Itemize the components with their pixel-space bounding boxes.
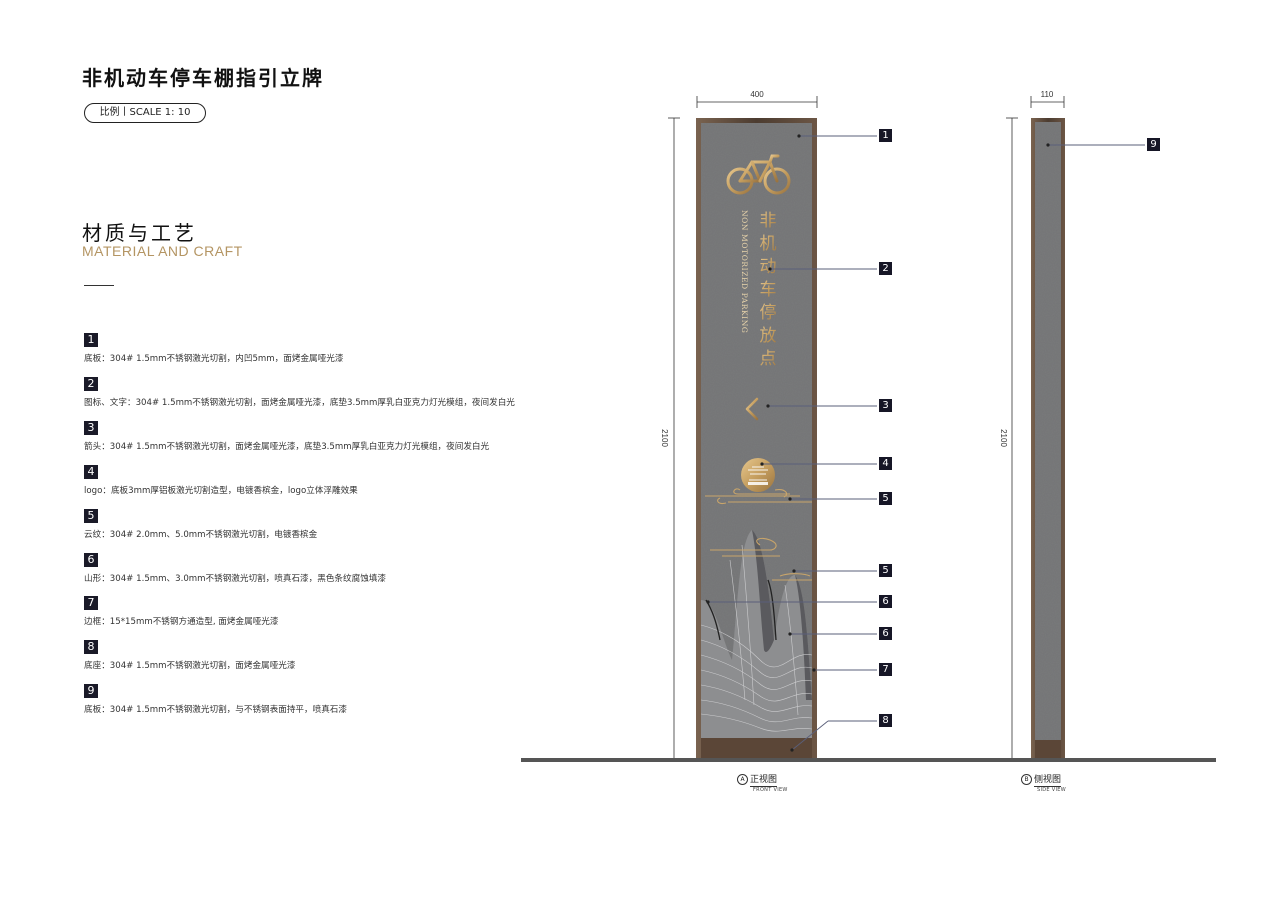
side-width-label: 110 <box>1041 90 1054 99</box>
material-item: 8 底座：304# 1.5mm不锈钢激光切割，面烤金属哑光漆 <box>84 640 604 671</box>
material-desc: 边框：15*15mm不锈钢方通造型, 面烤金属哑光漆 <box>84 617 279 627</box>
material-item: 4 logo：底板3mm厚铝板激光切割造型，电镀香槟金，logo立体浮雕效果 <box>84 465 604 496</box>
material-desc: 山形：304# 1.5mm、3.0mm不锈钢激光切割，喷真石漆，黑色条纹腐蚀填漆 <box>84 574 386 584</box>
material-item: 3 箭头：304# 1.5mm不锈钢激光切割，面烤金属哑光漆，底垫3.5mm厚乳… <box>84 421 604 452</box>
material-number: 9 <box>84 684 98 698</box>
mountain-edge-line <box>767 579 777 641</box>
sign-title-cn: 非 机 动 车 停 放 点 <box>760 211 777 369</box>
front-width-label: 400 <box>750 90 764 99</box>
side-view-title: 侧视图 <box>1034 775 1062 787</box>
front-view-subtitle: FRONT VIEW <box>753 787 788 793</box>
material-desc: 底板：304# 1.5mm不锈钢激光切割，与不锈钢表面持平，喷真石漆 <box>84 705 347 715</box>
side-height-dimension <box>1006 117 1018 758</box>
material-item: 7 边框：15*15mm不锈钢方通造型, 面烤金属哑光漆 <box>84 596 604 627</box>
material-number: 1 <box>84 333 98 347</box>
material-number: 7 <box>84 596 98 610</box>
side-height-label: 2100 <box>999 429 1008 447</box>
svg-text:动: 动 <box>760 257 777 277</box>
side-width-dimension <box>1030 96 1065 108</box>
material-item: 5 云纹：304# 2.0mm、5.0mm不锈钢激光切割，电镀香槟金 <box>84 509 604 540</box>
svg-text:机: 机 <box>760 234 777 254</box>
callout-badge: 6 <box>879 595 892 608</box>
section-title-cn: 材质与工艺 <box>82 221 197 245</box>
cloud-pattern <box>705 488 812 504</box>
callout-badge: 5 <box>879 492 892 505</box>
svg-text:停: 停 <box>760 303 777 323</box>
callout-badge: 9 <box>1147 138 1160 151</box>
callout-badge: 5 <box>879 564 892 577</box>
material-desc: 云纹：304# 2.0mm、5.0mm不锈钢激光切割，电镀香槟金 <box>84 530 318 540</box>
callout-badge: 3 <box>879 399 892 412</box>
material-desc: 底座：304# 1.5mm不锈钢激光切割，面烤金属哑光漆 <box>84 661 296 671</box>
callout-badge: 2 <box>879 262 892 275</box>
view-marker: A <box>737 774 748 785</box>
callout-badge: 6 <box>879 627 892 640</box>
material-desc: 箭头：304# 1.5mm不锈钢激光切割，面烤金属哑光漆，底垫3.5mm厚乳白亚… <box>84 442 490 452</box>
page-title: 非机动车停车棚指引立牌 <box>82 66 324 90</box>
section-title-en: MATERIAL AND CRAFT <box>82 243 243 259</box>
material-number: 4 <box>84 465 98 479</box>
mountain-graphic <box>701 530 812 738</box>
svg-text:放: 放 <box>760 326 777 346</box>
svg-text:非: 非 <box>760 211 777 231</box>
view-marker: B <box>1021 774 1032 785</box>
material-number: 6 <box>84 553 98 567</box>
side-base <box>1035 740 1061 758</box>
leader-dots <box>706 134 816 752</box>
material-item: 1 底板：304# 1.5mm不锈钢激光切割，内凹5mm，面烤金属哑光漆 <box>84 333 604 364</box>
callout-badge: 4 <box>879 457 892 470</box>
svg-text:点: 点 <box>760 349 777 369</box>
material-number: 8 <box>84 640 98 654</box>
front-view-title: 正视图 <box>750 775 778 787</box>
front-height-label: 2100 <box>660 429 669 447</box>
material-item: 9 底板：304# 1.5mm不锈钢激光切割，与不锈钢表面持平，喷真石漆 <box>84 684 604 715</box>
scale-badge: 比例丨SCALE 1: 10 <box>84 103 206 123</box>
callout-badge: 1 <box>879 129 892 142</box>
material-item: 6 山形：304# 1.5mm、3.0mm不锈钢激光切割，喷真石漆，黑色条纹腐蚀… <box>84 553 604 584</box>
side-view-subtitle: SIDE VIEW <box>1037 787 1066 793</box>
material-item: 2 图标、文字：304# 1.5mm不锈钢激光切割，面烤金属哑光漆，底垫3.5m… <box>84 377 604 408</box>
cloud-pattern <box>710 537 812 581</box>
material-desc: 底板：304# 1.5mm不锈钢激光切割，内凹5mm，面烤金属哑光漆 <box>84 354 344 364</box>
front-height-dimension <box>668 117 680 758</box>
material-desc: 图标、文字：304# 1.5mm不锈钢激光切割，面烤金属哑光漆，底垫3.5mm厚… <box>84 398 515 408</box>
material-number: 5 <box>84 509 98 523</box>
front-width-dimension <box>696 96 818 108</box>
callout-badge: 7 <box>879 663 892 676</box>
callout-badge: 8 <box>879 714 892 727</box>
material-desc: logo：底板3mm厚铝板激光切割造型，电镀香槟金，logo立体浮雕效果 <box>84 486 358 496</box>
material-number: 3 <box>84 421 98 435</box>
sign-title-en: NON MOTORIZED PARKING <box>740 210 749 333</box>
front-base <box>701 738 812 758</box>
front-leader-lines <box>708 135 877 751</box>
side-stone-panel <box>1035 122 1061 740</box>
bicycle-icon <box>726 154 791 195</box>
arrow-left-icon <box>745 397 773 421</box>
section-divider <box>84 285 114 286</box>
svg-text:车: 车 <box>760 280 777 300</box>
ground-line <box>521 758 1216 762</box>
logo-emblem <box>741 458 775 492</box>
material-number: 2 <box>84 377 98 391</box>
